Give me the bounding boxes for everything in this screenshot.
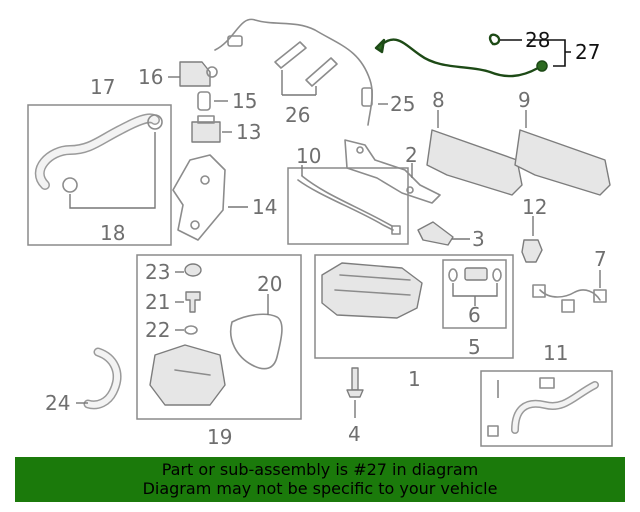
- callout-9: 9: [518, 88, 531, 112]
- info-banner: Part or sub-assembly is #27 in diagram D…: [15, 457, 625, 502]
- part-27-harness[interactable]: [374, 33, 571, 78]
- part-26-clips[interactable]: [274, 41, 338, 96]
- callout-13: 13: [236, 120, 261, 144]
- part-18-hose[interactable]: [34, 113, 163, 209]
- box-6: [442, 259, 507, 329]
- banner-line-1: Part or sub-assembly is #27 in diagram: [161, 460, 479, 479]
- part-20-gasket[interactable]: [230, 294, 283, 370]
- callout-26: 26: [285, 103, 310, 127]
- part-21-sensor[interactable]: [175, 291, 201, 313]
- part-10-rod[interactable]: [297, 165, 401, 235]
- callout-22: 22: [145, 318, 170, 342]
- callout-25: 25: [390, 92, 415, 116]
- part-4-bolt[interactable]: [346, 367, 364, 418]
- callout-19: 19: [207, 425, 232, 449]
- part-8-cover[interactable]: [426, 110, 523, 196]
- part-13-solenoid[interactable]: [191, 115, 232, 143]
- callout-7: 7: [594, 247, 607, 271]
- callout-4: 4: [348, 422, 361, 446]
- callout-21: 21: [145, 290, 170, 314]
- callout-1: 1: [408, 367, 421, 391]
- part-25-sensor-wire[interactable]: [214, 18, 388, 126]
- part-22-ring[interactable]: [175, 325, 198, 335]
- callout-17: 17: [90, 75, 115, 99]
- box-11: [480, 370, 613, 447]
- part-11-pipe[interactable]: [487, 377, 599, 437]
- callout-23: 23: [145, 260, 170, 284]
- callout-5: 5: [468, 335, 481, 359]
- callout-8: 8: [432, 88, 445, 112]
- part-9-cover[interactable]: [514, 110, 611, 196]
- callout-15: 15: [232, 89, 257, 113]
- callout-14: 14: [252, 195, 277, 219]
- box-1: [314, 254, 514, 359]
- callout-6: 6: [468, 303, 481, 327]
- parts-diagram: 28 27 25 26 16 15 13: [27, 18, 613, 449]
- part-23-cap[interactable]: [175, 263, 202, 277]
- part-24-hose[interactable]: [76, 347, 122, 410]
- part-7-harness[interactable]: [532, 270, 607, 313]
- callout-2: 2: [405, 143, 418, 167]
- part-1-canister[interactable]: [321, 262, 423, 319]
- part-12-sensor[interactable]: [521, 216, 543, 263]
- callout-11: 11: [543, 341, 568, 365]
- callout-3: 3: [472, 227, 485, 251]
- callout-20: 20: [257, 272, 282, 296]
- callout-10: 10: [296, 144, 321, 168]
- part-3-clip[interactable]: [417, 221, 470, 246]
- callout-12: 12: [522, 195, 547, 219]
- callout-24: 24: [45, 391, 70, 415]
- part-19-tank[interactable]: [149, 344, 226, 406]
- part-6-seals[interactable]: [448, 267, 502, 306]
- part-2-bracket[interactable]: [344, 139, 441, 204]
- callout-28: 28: [525, 28, 550, 52]
- callout-18: 18: [100, 221, 125, 245]
- callout-16: 16: [138, 65, 163, 89]
- part-14-bracket[interactable]: [172, 154, 248, 241]
- part-15-spacer[interactable]: [197, 91, 228, 111]
- box-19: [136, 254, 302, 420]
- part-16-valve[interactable]: [168, 61, 218, 87]
- callout-27: 27: [575, 40, 600, 64]
- banner-line-2: Diagram may not be specific to your vehi…: [142, 479, 498, 498]
- box-17: [27, 104, 172, 246]
